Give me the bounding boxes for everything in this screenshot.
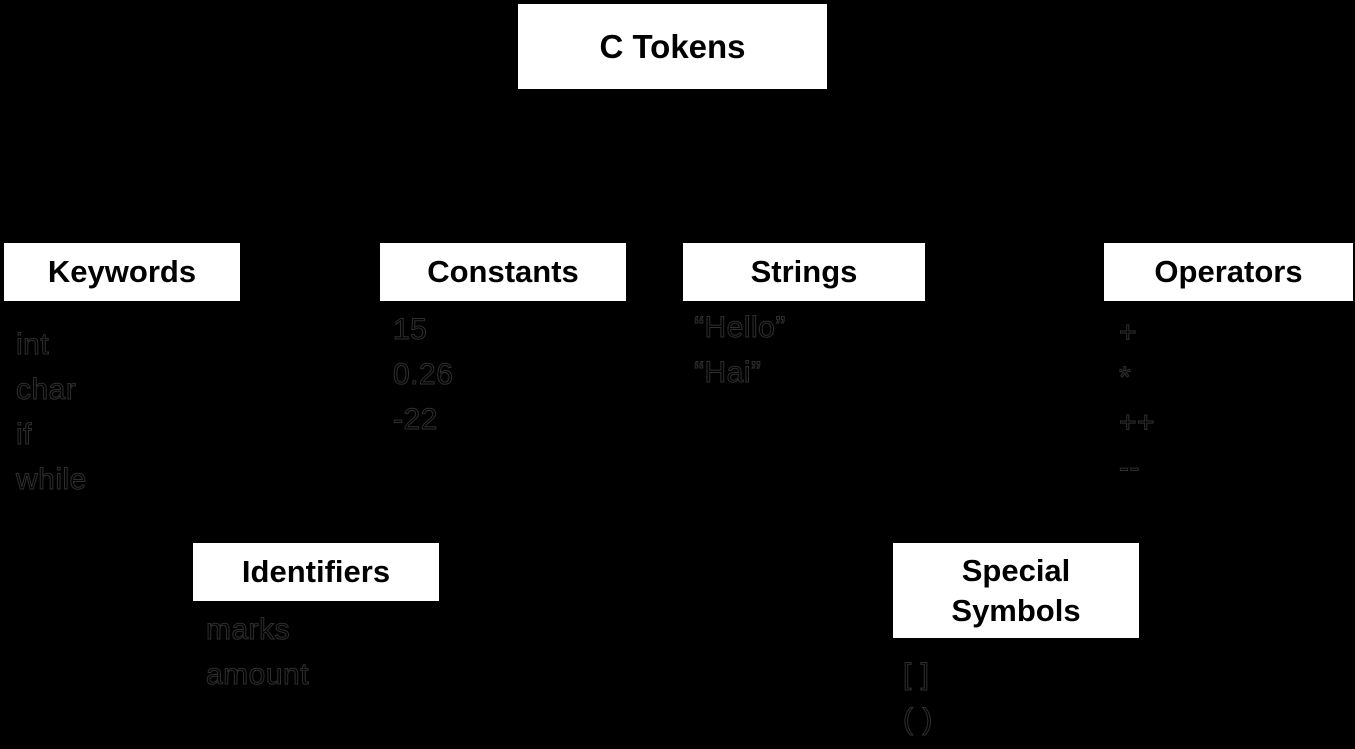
example-item: ++ bbox=[1118, 406, 1156, 440]
example-item: + bbox=[1118, 316, 1138, 350]
example-item: -22 bbox=[392, 403, 438, 437]
example-item: if bbox=[16, 418, 32, 452]
example-item: -- bbox=[1118, 451, 1140, 485]
example-item: while bbox=[16, 463, 87, 497]
example-item: amount bbox=[205, 658, 310, 692]
node-c-tokens: C Tokens bbox=[518, 4, 827, 89]
node-constants: Constants bbox=[380, 243, 626, 301]
example-item: int bbox=[16, 328, 50, 362]
example-item: [ ] bbox=[903, 658, 930, 692]
node-keywords: Keywords bbox=[4, 243, 240, 301]
example-item: ( ) bbox=[903, 703, 933, 737]
example-item: char bbox=[16, 373, 77, 407]
example-item: “Hello” bbox=[694, 311, 786, 345]
example-item: 15 bbox=[392, 313, 428, 347]
example-item: 0.26 bbox=[392, 358, 454, 392]
node-identifiers: Identifiers bbox=[193, 543, 439, 601]
node-operators: Operators bbox=[1104, 243, 1353, 301]
special-symbols-examples: [ ] ( ) bbox=[903, 652, 933, 742]
constants-examples: 15 0.26 -22 bbox=[392, 307, 454, 442]
keywords-examples: int char if while bbox=[16, 322, 87, 502]
strings-examples: “Hello” “Hai” bbox=[694, 305, 786, 395]
identifiers-examples: marks amount bbox=[205, 607, 310, 697]
node-strings: Strings bbox=[683, 243, 925, 301]
example-item: marks bbox=[205, 613, 291, 647]
node-special-symbols: Special Symbols bbox=[893, 543, 1139, 638]
operators-examples: + * ++ -- bbox=[1118, 310, 1156, 490]
example-item: * bbox=[1118, 361, 1132, 395]
example-item: “Hai” bbox=[694, 356, 762, 390]
